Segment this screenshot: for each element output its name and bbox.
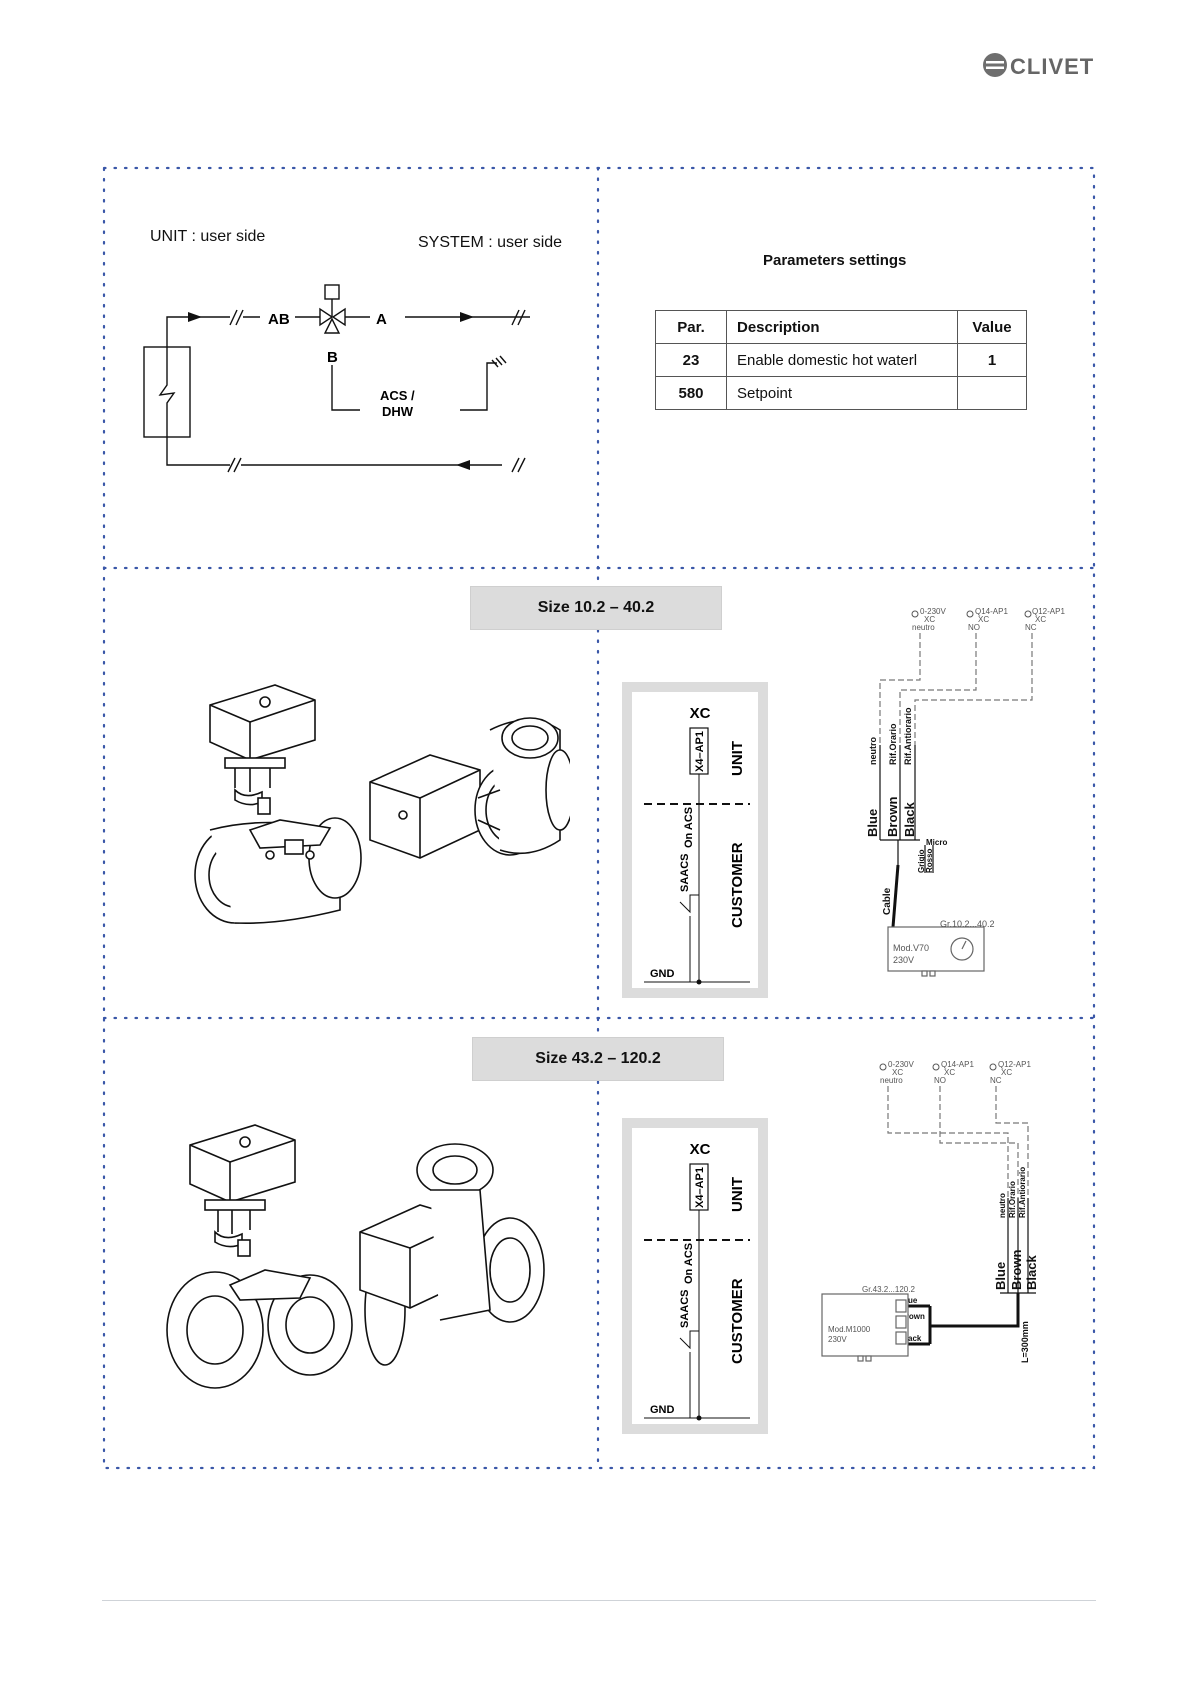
connector-diagram-2: 0-230V XC neutro Q14-AP1 XC NO Q12-AP1 X… [821, 1060, 1039, 1363]
parameters-title: Parameters settings [763, 252, 907, 269]
terminal-2-sub: NO [968, 623, 980, 632]
wire-blue: Blue [865, 809, 880, 837]
row-description: Enable domestic hot waterl [726, 343, 958, 377]
row-description: Setpoint [726, 376, 958, 410]
table-row: 580 Setpoint [655, 376, 1027, 410]
term-wire-blue: Blue [900, 1296, 918, 1305]
actuator-box [821, 1293, 909, 1357]
table-row: 23 Enable domestic hot waterl 1 [655, 343, 1027, 377]
micro-label: Micro [926, 838, 947, 847]
cable-label: Cable [882, 887, 893, 915]
wire-rosso: Rosso [925, 848, 934, 873]
term-wire-black: Black [900, 1334, 922, 1343]
port-b-label: B [327, 349, 338, 366]
gnd-label: GND [650, 968, 675, 980]
terminal-1-label: 0-230V [920, 607, 946, 616]
terminal-1-sub: neutro [912, 623, 935, 632]
terminal-3-sub: NC [1025, 623, 1037, 632]
wire-blue: Blue [993, 1262, 1008, 1290]
hydraulic-schematic: AB A B ACS / DHW [143, 284, 530, 473]
header-value: Value [957, 310, 1027, 344]
saacs-label: SAACS [679, 853, 691, 892]
terminal-3-xc: XC [1035, 615, 1046, 624]
wire-brown: Brown [1009, 1250, 1024, 1291]
table-header-row: Par. Description Value [655, 310, 1027, 344]
parameters-table: Par. Description Value 23 Enable domesti… [655, 310, 1027, 410]
row-par: 580 [655, 376, 727, 410]
logo-icon [983, 53, 1007, 77]
xc-label: XC [690, 705, 711, 722]
size-label-section1: Size 10.2 – 40.2 [470, 586, 722, 630]
port-a-label: A [376, 311, 387, 328]
size-label-section2: Size 43.2 – 120.2 [472, 1037, 724, 1081]
header-par: Par. [655, 310, 727, 344]
terminal-1-xc: XC [924, 615, 935, 624]
terminal-1-xc: XC [892, 1068, 903, 1077]
actuator-group: Gr.43.2...120.2 [862, 1285, 915, 1294]
wire-rif-orario: Rif.Orario [1008, 1181, 1017, 1218]
wire-rif-antiorario: Rif.Antiorario [1018, 1167, 1027, 1218]
brand-logo: CLIVET [982, 52, 1102, 80]
actuator-voltage: 230V [828, 1335, 847, 1344]
wire-neutro: neutro [998, 1193, 1007, 1218]
terminal-1-label: 0-230V [888, 1060, 914, 1069]
row-value [957, 376, 1027, 410]
on-acs-label: On ACS [683, 807, 695, 848]
cable-length: L=300mm [1020, 1321, 1030, 1363]
row-par: 23 [655, 343, 727, 377]
unit-label: UNIT [729, 741, 746, 776]
footer-divider [102, 1600, 1096, 1601]
terminal-2-sub: NO [934, 1076, 946, 1085]
unit-label: UNIT [729, 1177, 746, 1212]
terminal-2-xc: XC [944, 1068, 955, 1077]
actuator-group: Gr.10.2...40.2 [940, 919, 995, 929]
brand-name: CLIVET [1010, 54, 1095, 79]
terminal-label: X4–AP1 [694, 1167, 706, 1208]
terminal-2-xc: XC [978, 615, 989, 624]
connector-diagram-1: 0-230V XC neutro Q14-AP1 XC NO Q12-AP1 X… [865, 607, 1065, 977]
wire-neutro: neutro [868, 737, 878, 766]
acs-label-2: DHW [382, 404, 414, 419]
term-wire-brown: Brown [900, 1312, 925, 1321]
wiring-panel-2: XC X4–AP1 UNIT On ACS SAACS CUSTOMER GND [622, 1118, 768, 1434]
terminal-3-xc: XC [1001, 1068, 1012, 1077]
unit-side-label: UNIT : user side [150, 228, 266, 245]
wire-rif-orario: Rif.Orario [888, 723, 898, 765]
saacs-label: SAACS [679, 1289, 691, 1328]
terminal-label: X4–AP1 [694, 731, 706, 772]
on-acs-label: On ACS [683, 1243, 695, 1284]
wire-grigio: Grigio [917, 849, 926, 873]
actuator-model: Mod.V70 [893, 943, 929, 953]
gnd-label: GND [650, 1404, 675, 1416]
terminal-2-label: Q14-AP1 [975, 607, 1008, 616]
actuator-voltage: 230V [893, 955, 914, 965]
wire-rif-antiorario: Rif.Antiorario [903, 707, 913, 765]
valve-illustration-small [194, 684, 570, 925]
terminal-2-label: Q14-AP1 [941, 1060, 974, 1069]
actuator-model: Mod.M1000 [828, 1325, 871, 1334]
wire-black: Black [902, 802, 917, 837]
acs-label-1: ACS / [380, 388, 415, 403]
system-side-label: SYSTEM : user side [418, 234, 563, 251]
wire-black: Black [1024, 1255, 1039, 1290]
terminal-3-label: Q12-AP1 [998, 1060, 1031, 1069]
customer-label: CUSTOMER [729, 842, 746, 928]
valve-illustration-large [166, 1124, 545, 1389]
wiring-panel-1: XC X4–AP1 UNIT On ACS SAACS CUSTOMER GND [622, 682, 768, 998]
customer-label: CUSTOMER [729, 1278, 746, 1364]
terminal-3-label: Q12-AP1 [1032, 607, 1065, 616]
xc-label: XC [690, 1141, 711, 1158]
row-value: 1 [957, 343, 1027, 377]
port-ab-label: AB [268, 311, 290, 328]
wire-brown: Brown [885, 797, 900, 838]
terminal-1-sub: neutro [880, 1076, 903, 1085]
terminal-3-sub: NC [990, 1076, 1002, 1085]
header-description: Description [726, 310, 958, 344]
